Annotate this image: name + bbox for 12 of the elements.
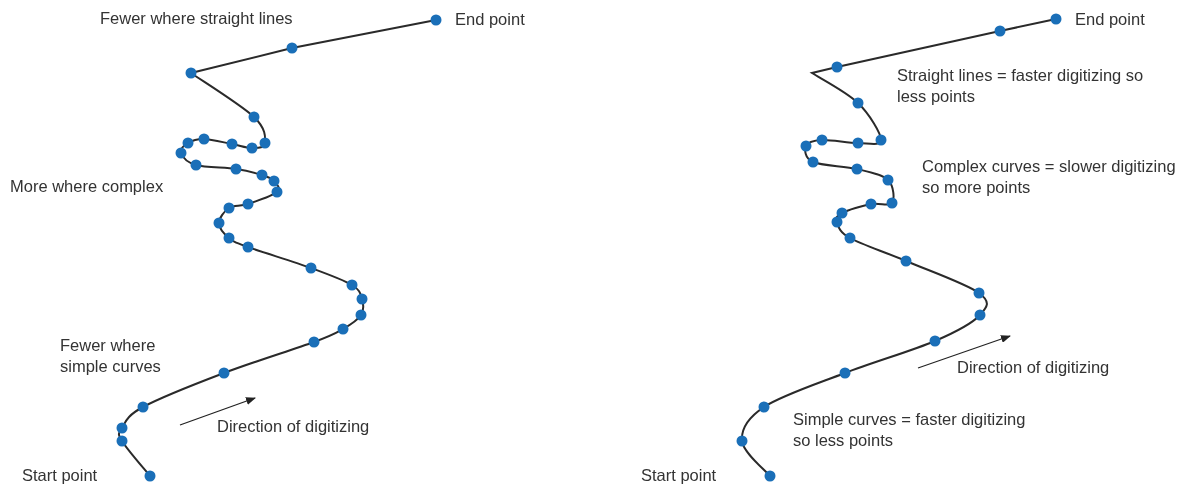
annotation-text: Complex curves = slower digitizing so more points — [922, 156, 1177, 198]
start-point-label: Start point — [641, 465, 717, 486]
annotation-text: Fewer where simple curves — [60, 335, 162, 377]
annotation-text: Simple curves = faster digitizing so less points — [793, 409, 1027, 451]
start-point-label: Start point — [22, 465, 98, 486]
end-point-label: End point — [455, 9, 525, 30]
direction-label: Direction of digitizing — [217, 416, 370, 437]
direction-label: Direction of digitizing — [957, 357, 1110, 378]
annotation-text: Straight lines = faster digitizing so less points — [897, 65, 1145, 107]
end-point-label: End point — [1075, 9, 1145, 30]
annotation-text: Fewer where straight lines — [100, 8, 293, 29]
annotation-text: More where complex — [10, 176, 164, 197]
